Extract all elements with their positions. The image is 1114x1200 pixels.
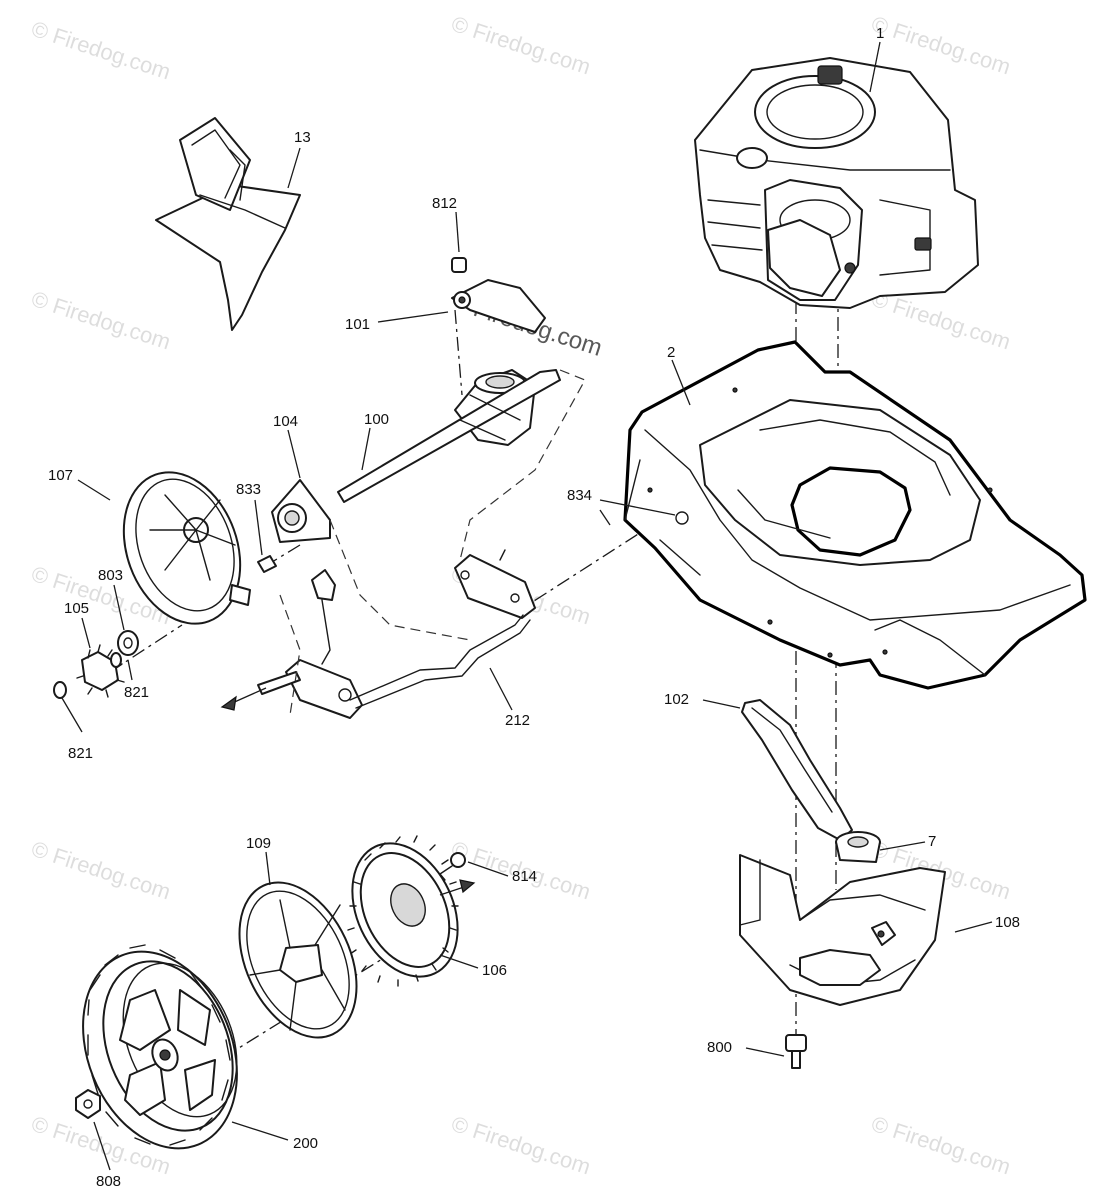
callout-101: 101 — [345, 316, 370, 333]
part-800-bolt — [785, 1034, 807, 1069]
callout-821-upper: 821 — [124, 684, 149, 701]
watermark: © Firedog.com — [28, 16, 173, 84]
callout-13: 13 — [294, 129, 311, 146]
part-106-gear — [347, 835, 476, 987]
part-107-hubcap — [122, 471, 251, 625]
callout-104: 104 — [273, 413, 298, 430]
callout-814: 814 — [512, 868, 537, 885]
callout-200: 200 — [293, 1135, 318, 1152]
callout-106: 106 — [482, 962, 507, 979]
callout-808: 808 — [96, 1173, 121, 1190]
callout-7: 7 — [928, 833, 936, 850]
part-104-bearing — [257, 479, 331, 573]
part-13-deflector — [155, 117, 301, 331]
callout-labels: 1 13 812 101 2 100 104 107 833 834 803 1… — [48, 25, 1020, 1190]
part-1-engine — [694, 57, 979, 309]
callout-834: 834 — [567, 487, 592, 504]
part-2-deck — [623, 340, 1087, 690]
callout-821-lower: 821 — [68, 745, 93, 762]
part-108-baffle — [739, 854, 946, 1006]
callout-109: 109 — [246, 835, 271, 852]
callout-833: 833 — [236, 481, 261, 498]
callout-105: 105 — [64, 600, 89, 617]
part-212-rod-bracket — [220, 369, 586, 719]
part-105-pinion-gear — [53, 630, 139, 699]
callout-803: 803 — [98, 567, 123, 584]
callout-212: 212 — [505, 712, 530, 729]
callout-800: 800 — [707, 1039, 732, 1056]
part-7-blade-adapter — [835, 831, 881, 863]
watermark: © Firedog.com — [448, 1111, 593, 1179]
part-808-nut — [75, 1089, 101, 1119]
callout-102: 102 — [664, 691, 689, 708]
watermark: © Firedog.com — [28, 286, 173, 354]
callout-107: 107 — [48, 467, 73, 484]
callout-108: 108 — [995, 914, 1020, 931]
callout-2: 2 — [667, 344, 675, 361]
callout-812: 812 — [432, 195, 457, 212]
watermark: © Firedog.com — [28, 836, 173, 904]
part-transmission-assembly — [337, 257, 561, 503]
leader-lines — [61, 41, 993, 1171]
watermark: © Firedog.com — [868, 1111, 1013, 1179]
watermark: © Firedog.com — [448, 11, 593, 79]
callout-100: 100 — [364, 411, 389, 428]
part-200-wheel — [82, 944, 238, 1150]
part-109-hub-plate — [238, 881, 358, 1039]
callout-1: 1 — [876, 25, 884, 42]
